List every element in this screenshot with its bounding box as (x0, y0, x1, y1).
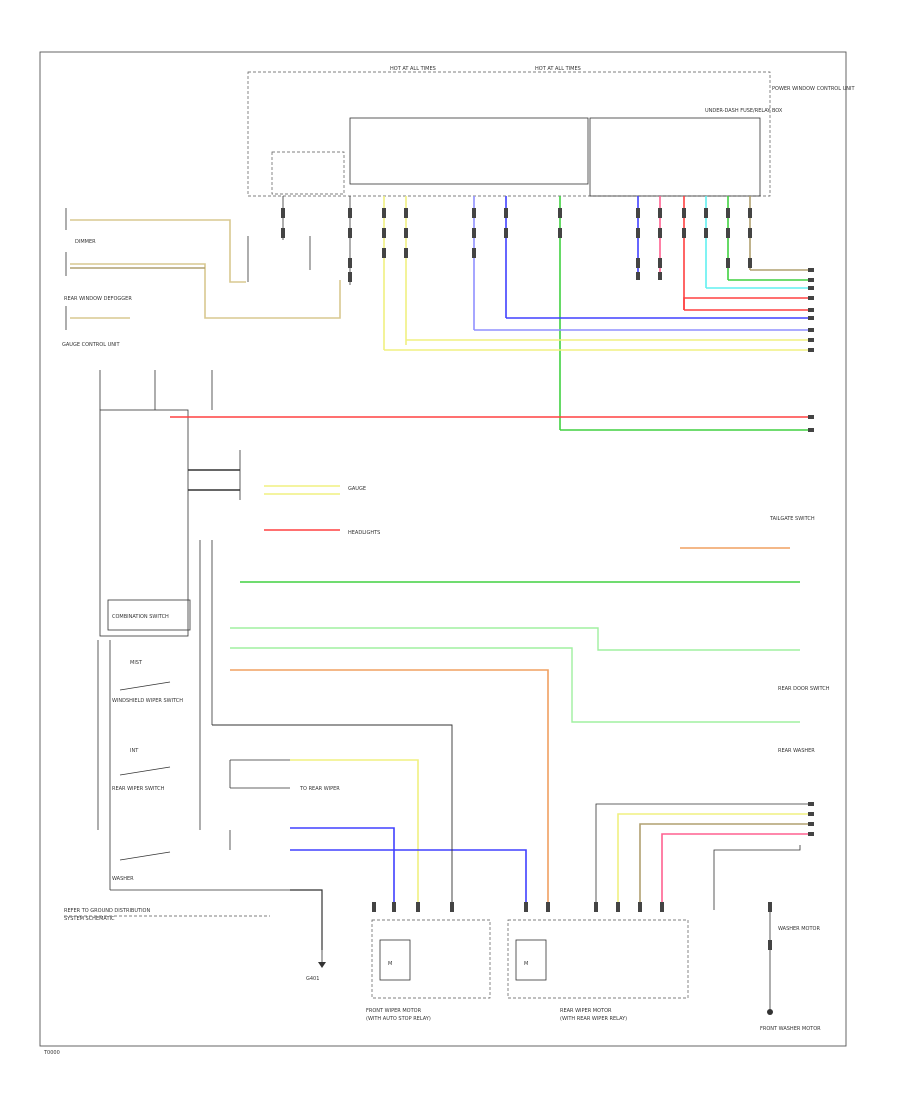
wire-blue-down-1 (290, 827, 395, 910)
to-rear-wiper-label: TO REAR WIPER (299, 786, 340, 792)
wire-blue-down-2 (290, 849, 527, 910)
rear-door-switch-label: REAR DOOR SWITCH (778, 686, 830, 692)
connector-blocks (281, 208, 752, 282)
front-wiper-motor-label: FRONT WIPER MOTOR (366, 1008, 422, 1014)
mist-label: MIST (130, 660, 143, 666)
wire-black-mid (212, 724, 453, 910)
wire-black-ground (290, 889, 323, 950)
gauge-output-label: GAUGE (348, 486, 366, 492)
ground-note: REFER TO GROUND DISTRIBUTION (64, 908, 150, 914)
right-lower-terminals (808, 802, 814, 836)
diagram-frame (39, 51, 847, 1047)
control-module-box (589, 117, 761, 197)
headlight-output-label: HEADLIGHTS (348, 530, 380, 536)
washer-motor-label: WASHER MOTOR (778, 926, 820, 932)
wire-yellow-down (290, 759, 419, 910)
combo-switch-label: COMBINATION SWITCH (112, 614, 169, 620)
middle-ground-symbols (247, 236, 311, 282)
left-label-2: REAR WINDOW DEFOGGER (64, 296, 132, 302)
term-green (808, 428, 814, 432)
relay-small-box (271, 151, 345, 195)
left-tan-wires (70, 219, 341, 319)
rear-wiper-motor-label: REAR WIPER MOTOR (560, 1008, 612, 1014)
rear-wiper-motor-box (507, 919, 689, 999)
control-unit-label: UNDER-DASH FUSE/RELAY BOX (705, 108, 783, 114)
fuse-label-2: HOT AT ALL TIMES (535, 66, 581, 72)
gauge-control-unit (99, 409, 189, 637)
top-connectors (282, 196, 751, 430)
term-red (808, 415, 814, 419)
rear-washer-label: REAR WASHER (778, 748, 815, 754)
left-label-1: DIMMER (75, 239, 96, 245)
front-wiper-motor-box (371, 919, 491, 999)
front-wiper-motor-inner (379, 939, 411, 981)
washer-switch-label: WASHER (112, 876, 134, 882)
ground-label: G401 (306, 976, 319, 982)
ground-symbol (318, 950, 326, 968)
lt-green-wires (230, 627, 800, 723)
front-washer-motor-label: FRONT WASHER MOTOR (760, 1026, 821, 1032)
under-dash-fuse-box (247, 71, 771, 197)
wire-orange (230, 669, 549, 910)
windshield-wiper-switch-label: WINDSHIELD WIPER SWITCH (112, 698, 183, 704)
right-bus-terminals (808, 268, 814, 352)
right-lower-wires (595, 803, 810, 910)
footer-code: T0000 (43, 1050, 60, 1056)
ground-note-2: SYSTEM SCHEMATIC (64, 916, 115, 922)
motor-m-symbol-2: M (524, 961, 528, 967)
fuse-label-1: HOT AT ALL TIMES (390, 66, 436, 72)
tailgate-switch-label: TAILGATE SWITCH (769, 516, 815, 522)
wiper-switch-box (107, 599, 191, 631)
switch-contacts (97, 540, 320, 891)
int-label: INT (130, 748, 139, 754)
relay-inner-box (349, 117, 589, 185)
rear-wiper-motor-label-2: (WITH REAR WIPER RELAY) (560, 1016, 627, 1022)
right-bus-lines (384, 269, 810, 351)
relay-box-label: POWER WINDOW CONTROL UNIT (772, 86, 855, 92)
front-wiper-motor-label-2: (WITH AUTO STOP RELAY) (366, 1016, 431, 1022)
gauge-control-unit-label: GAUGE CONTROL UNIT (62, 342, 120, 348)
motor-m-symbol-1: M (388, 961, 392, 967)
washer-motor-symbol (767, 912, 773, 1015)
rear-wiper-motor-inner (515, 939, 547, 981)
gauge-output-wires (188, 450, 340, 531)
bottom-connectors (372, 902, 772, 950)
rear-wiper-switch-label: REAR WIPER SWITCH (112, 786, 165, 792)
